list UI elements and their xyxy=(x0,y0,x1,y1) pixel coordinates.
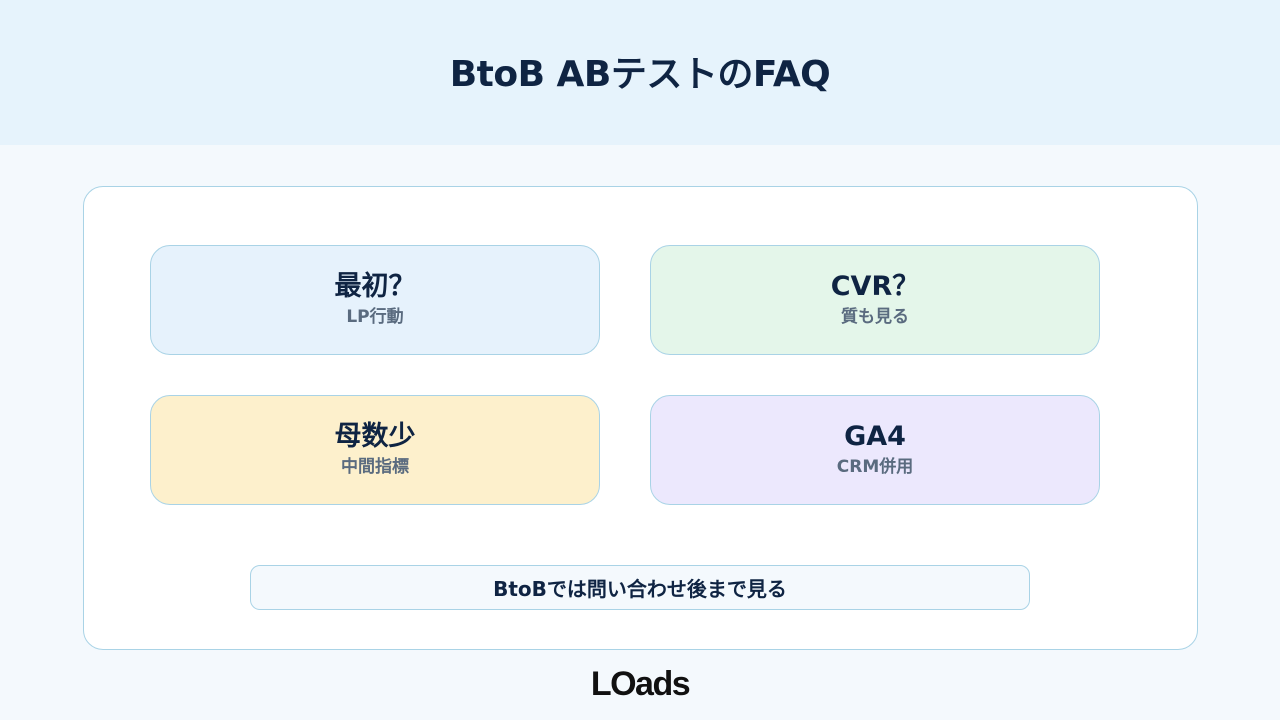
faq-card-1: 最初？ LP行動 xyxy=(150,245,600,355)
brand-logo: LOads xyxy=(590,664,691,703)
faq-answer: 中間指標 xyxy=(341,457,409,477)
header-band: BtoB ABテストのFAQ xyxy=(0,0,1280,145)
faq-answer: CRM併用 xyxy=(836,457,914,477)
faq-answer: LP行動 xyxy=(346,307,404,327)
faq-question: CVR？ xyxy=(830,271,920,302)
faq-card-4: GA4 CRM併用 xyxy=(650,395,1100,505)
faq-question: 最初？ xyxy=(334,271,416,302)
faq-question: GA4 xyxy=(844,421,906,452)
faq-card-3: 母数少 中間指標 xyxy=(150,395,600,505)
faq-card-2: CVR？ 質も見る xyxy=(650,245,1100,355)
page-title: BtoB ABテストのFAQ xyxy=(449,53,831,95)
summary-note: BtoBでは問い合わせ後まで見る xyxy=(250,565,1030,610)
faq-answer: 質も見る xyxy=(841,307,909,327)
faq-question: 母数少 xyxy=(334,421,416,452)
